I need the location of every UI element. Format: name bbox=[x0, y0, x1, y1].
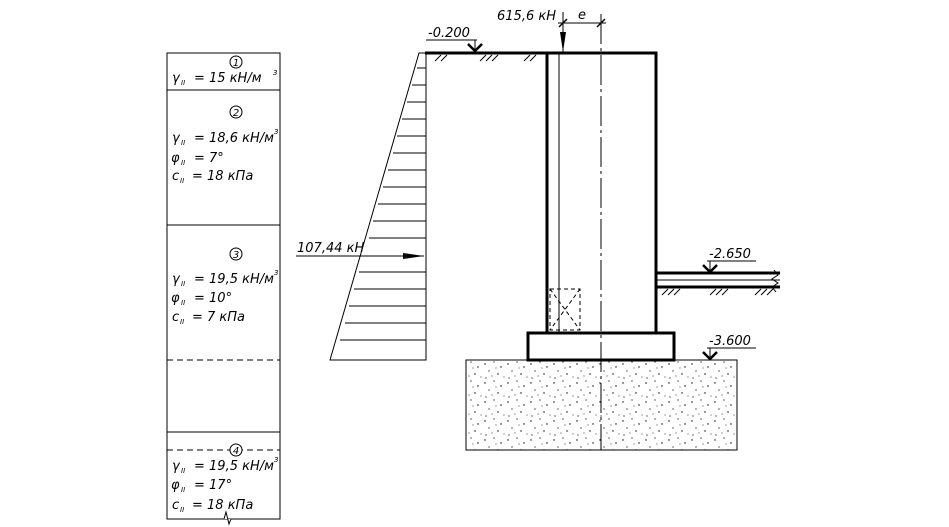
layer-4-gamma-value: = 19,5 кН/м bbox=[194, 459, 274, 474]
horizontal-force-label: 107,44 кН bbox=[297, 241, 364, 256]
layer-3-marker bbox=[229, 247, 243, 261]
layer-2-phi-symbol: φ bbox=[171, 151, 180, 166]
layer-2-gamma-exponent: 3 bbox=[274, 128, 278, 136]
elevation-marker-top: -0.200 bbox=[426, 26, 483, 53]
soil-layer-2: 2 γ II = 18,6 кН/м 3 φ II = 7° c II = 18… bbox=[171, 105, 278, 185]
layer-1-marker bbox=[229, 55, 243, 69]
floor-slab bbox=[656, 269, 780, 296]
earth-pressure-diagram: 107,44 кН bbox=[296, 52, 427, 361]
layer-3-c-subscript: II bbox=[180, 318, 184, 326]
vertical-load: 615,6 кН e bbox=[497, 8, 606, 52]
elevation-base-label: -3.600 bbox=[709, 334, 751, 349]
layer-2-gamma-symbol: γ bbox=[172, 131, 181, 146]
layer-1-gamma-symbol: γ bbox=[172, 71, 181, 86]
layer-3-gamma-symbol: γ bbox=[172, 272, 181, 287]
layer-4-gamma-subscript: II bbox=[181, 467, 185, 475]
layer-1-gamma-subscript: II bbox=[181, 79, 185, 87]
layer-2-c-symbol: c bbox=[172, 169, 179, 184]
layer-2-phi-subscript: II bbox=[181, 159, 185, 167]
elevation-marker-base: -3.600 bbox=[702, 334, 756, 361]
layer-1-gamma-exponent: 3 bbox=[273, 69, 277, 77]
soil-layer-3: 3 γ II = 19,5 кН/м 3 φ II = 10° c II = 7… bbox=[171, 247, 278, 326]
soil-layer-1: 1 γ II = 15 кН/м 3 bbox=[172, 55, 277, 87]
layer-4-phi-subscript: II bbox=[181, 486, 185, 494]
layer-3-gamma-exponent: 3 bbox=[274, 269, 278, 277]
layer-3-c-symbol: c bbox=[172, 310, 179, 325]
layer-2-number: 2 bbox=[233, 108, 239, 119]
layer-2-c-subscript: II bbox=[180, 177, 184, 185]
ground-surface bbox=[425, 51, 547, 62]
layer-2-marker bbox=[229, 105, 243, 119]
layer-2-phi-value: = 7° bbox=[194, 151, 224, 166]
layer-3-phi-value: = 10° bbox=[194, 291, 232, 306]
layer-3-phi-subscript: II bbox=[181, 299, 185, 307]
layer-3-number: 3 bbox=[233, 250, 239, 261]
layer-4-c-subscript: II bbox=[180, 506, 184, 514]
elevation-floor-label: -2.650 bbox=[709, 247, 751, 262]
layer-4-gamma-symbol: γ bbox=[172, 459, 181, 474]
layer-3-gamma-subscript: II bbox=[181, 280, 185, 288]
layer-4-number: 4 bbox=[233, 446, 239, 457]
layer-2-gamma-subscript: II bbox=[181, 139, 185, 147]
retaining-wall bbox=[534, 51, 658, 335]
layer-2-c-value: = 18 кПа bbox=[192, 169, 253, 184]
layer-4-marker bbox=[229, 443, 243, 457]
layer-3-phi-symbol: φ bbox=[171, 291, 180, 306]
elevation-marker-floor: -2.650 bbox=[702, 247, 756, 274]
layer-3-c-value: = 7 кПа bbox=[192, 310, 245, 325]
vertical-force-label: 615,6 кН bbox=[497, 9, 556, 24]
layer-4-phi-value: = 17° bbox=[194, 478, 232, 493]
layer-4-gamma-exponent: 3 bbox=[274, 456, 278, 464]
layer-4-c-symbol: c bbox=[172, 498, 179, 513]
soil-column bbox=[166, 52, 281, 526]
layer-1-gamma-value: = 15 кН/м bbox=[194, 71, 262, 86]
layer-2-gamma-value: = 18,6 кН/м bbox=[194, 131, 274, 146]
layer-3-gamma-value: = 19,5 кН/м bbox=[194, 272, 274, 287]
layer-4-c-value: = 18 кПа bbox=[192, 498, 253, 513]
layer-1-number: 1 bbox=[233, 58, 239, 69]
elevation-top-label: -0.200 bbox=[428, 26, 470, 41]
layer-4-phi-symbol: φ bbox=[171, 478, 180, 493]
eccentricity-label: e bbox=[578, 8, 586, 23]
soil-layer-4: 4 γ II = 19,5 кН/м 3 φ II = 17° c II = 1… bbox=[171, 443, 278, 514]
